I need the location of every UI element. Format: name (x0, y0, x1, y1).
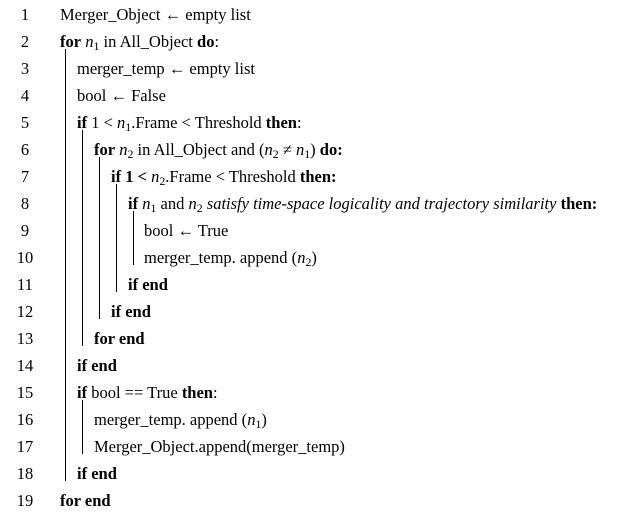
code-line: if bool == True then: (77, 383, 218, 402)
block-rule (133, 211, 134, 265)
block-rule (99, 157, 100, 319)
line-number: 2 (20, 32, 30, 51)
code-line: merger_temp. append (n2) (144, 248, 317, 269)
code-line: if end (77, 464, 117, 483)
code-line: Merger_Object ← empty list (60, 5, 251, 24)
line-number: 11 (17, 275, 33, 294)
code-line: bool ← True (144, 221, 229, 240)
line-number: 15 (16, 383, 34, 402)
line-number: 5 (20, 113, 30, 132)
line-number: 12 (16, 302, 34, 321)
line-number: 6 (20, 140, 30, 159)
line-number: 9 (20, 221, 30, 240)
code-line: for n1 in All_Object do: (60, 32, 220, 53)
code-line: if n1 and n2 satisfy time-space logicali… (128, 194, 598, 215)
code-line: for end (94, 329, 145, 348)
line-number: 13 (16, 329, 34, 348)
code-line: merger_temp. append (n1) (94, 410, 267, 431)
line-number: 3 (20, 59, 30, 78)
block-rule (65, 49, 66, 481)
code-line: for n2 in All_Object and (n2 ≠ n1) do: (94, 140, 343, 161)
line-number: 10 (16, 248, 34, 267)
line-number: 1 (20, 5, 30, 24)
line-number: 4 (20, 86, 30, 105)
code-line: if 1 < n1.Frame < Threshold then: (77, 113, 302, 134)
code-line: for end (60, 491, 111, 510)
line-number: 19 (16, 491, 34, 510)
code-line: Merger_Object.append(merger_temp) (94, 437, 345, 456)
code-line: if end (128, 275, 168, 294)
line-number: 16 (16, 410, 34, 429)
line-number: 18 (16, 464, 34, 483)
line-number: 7 (20, 167, 30, 186)
block-rule (82, 400, 83, 454)
code-line: merger_temp ← empty list (77, 59, 255, 78)
block-rule (82, 130, 83, 346)
line-number: 14 (16, 356, 34, 375)
code-line: bool ← False (77, 86, 166, 105)
code-line: if 1 < n2.Frame < Threshold then: (111, 167, 337, 188)
code-line: if end (77, 356, 117, 375)
line-number: 17 (16, 437, 34, 456)
block-rule (116, 184, 117, 292)
line-number: 8 (20, 194, 30, 213)
code-line: if end (111, 302, 151, 321)
